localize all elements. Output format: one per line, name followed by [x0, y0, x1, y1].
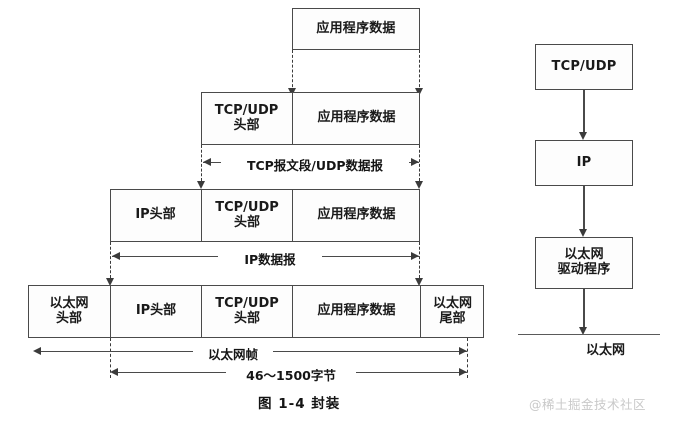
- dim-tick-left-frame: [110, 338, 111, 378]
- dim-tick-left-ip: [110, 242, 111, 278]
- stack-arrow-line-3: [583, 289, 585, 331]
- dim-label-payload-size: 46～1500字节: [226, 365, 356, 384]
- dim-arrowhead-left-payload: [110, 368, 118, 376]
- tcp-udp-header-cell-row2: TCP/UDP 头部: [201, 92, 292, 145]
- ip-header-cell-row4: IP头部: [110, 285, 201, 338]
- dim-tick-left-tcp: [201, 145, 202, 181]
- app-data-label-row3: 应用程序数据: [317, 207, 396, 223]
- ip-header-label-row3: IP头部: [135, 207, 176, 223]
- stack-label-tcp-udp: TCP/UDP: [551, 58, 617, 74]
- dim-label-ethernet-frame: 以太网帧: [193, 344, 273, 363]
- dim-label-tcp-segment: TCP报文段/UDP数据报: [221, 155, 409, 174]
- dim-arrowhead-right-ip: [411, 252, 419, 260]
- row-network-layer: [110, 189, 420, 242]
- dim-tick-right-ip: [419, 242, 420, 278]
- row-transport-layer: [201, 92, 420, 145]
- connector-dash-right-1: [419, 50, 420, 92]
- app-data-label: 应用程序数据: [316, 20, 396, 36]
- tcp-udp-header-line1-row3: TCP/UDP: [215, 199, 279, 215]
- watermark: @稀土掘金技术社区: [529, 397, 647, 412]
- ip-header-label-row4: IP头部: [135, 303, 177, 319]
- ethernet-header-cell-row4: 以太网 头部: [28, 285, 110, 338]
- connector-arrow-left-2: [197, 181, 205, 189]
- stack-arrow-line-2: [583, 186, 585, 232]
- ethernet-trailer-line2: 尾部: [439, 310, 466, 326]
- app-data-label-row2: 应用程序数据: [317, 110, 396, 126]
- stack-box-ethernet-driver: 以太网 驱动程序: [535, 237, 633, 289]
- tcp-udp-header-line1-row4: TCP/UDP: [215, 295, 279, 311]
- app-data-cell-row2: 应用程序数据: [292, 92, 420, 145]
- dim-label-ip-datagram: IP数据报: [218, 249, 322, 268]
- stack-arrow-head-3: [579, 327, 587, 335]
- stack-label-ip: IP: [576, 154, 592, 170]
- app-data-cell-row3: 应用程序数据: [292, 189, 420, 242]
- stack-arrow-line-1: [583, 90, 585, 135]
- app-data-cell-row4: 应用程序数据: [292, 285, 420, 338]
- row-link-layer: [28, 285, 484, 338]
- dim-arrowhead-left-tcp: [203, 158, 211, 166]
- tcp-udp-header-line1: TCP/UDP: [214, 102, 279, 118]
- dim-arrowhead-left-ip: [112, 252, 120, 260]
- connector-dash-left-1: [292, 50, 293, 92]
- dim-tick-right-frame: [467, 338, 468, 378]
- dim-arrowhead-right-tcp: [411, 158, 419, 166]
- tcp-udp-header-line2: 头部: [233, 117, 260, 133]
- connector-arrow-right-2: [415, 181, 423, 189]
- ip-header-cell-row3: IP头部: [110, 189, 201, 242]
- tcp-udp-header-line2-row3: 头部: [233, 214, 260, 230]
- ethernet-medium-line: [518, 334, 660, 336]
- tcp-udp-header-cell-row3: TCP/UDP 头部: [201, 189, 292, 242]
- ethernet-trailer-cell-row4: 以太网 尾部: [420, 285, 484, 338]
- dim-arrowhead-right-payload: [459, 368, 467, 376]
- tcp-udp-header-cell-row4: TCP/UDP 头部: [201, 285, 292, 338]
- figure-caption: 图 1-4 封装: [258, 396, 341, 412]
- tcp-udp-header-line2-row4: 头部: [233, 310, 260, 326]
- ethernet-medium-label: 以太网: [586, 343, 626, 358]
- ethernet-header-line2: 头部: [55, 310, 82, 326]
- stack-label-ethernet-driver-line2: 驱动程序: [557, 262, 611, 277]
- row-application-layer: 应用程序数据: [292, 8, 420, 50]
- stack-box-ip: IP: [535, 140, 633, 186]
- connector-arrow-left-3: [106, 278, 114, 286]
- stack-label-ethernet-driver-line1: 以太网: [564, 247, 604, 263]
- connector-arrow-right-3: [415, 278, 423, 286]
- dim-arrowhead-right-frame: [459, 347, 467, 355]
- stack-arrow-head-2: [579, 229, 587, 237]
- ethernet-trailer-line1: 以太网: [432, 295, 472, 311]
- stack-arrow-head-1: [579, 132, 587, 140]
- app-data-label-row4: 应用程序数据: [317, 303, 396, 319]
- ethernet-header-line1: 以太网: [49, 295, 89, 311]
- dim-arrowhead-left-frame: [33, 347, 41, 355]
- dim-tick-right-tcp: [419, 145, 420, 181]
- stack-box-tcp-udp: TCP/UDP: [535, 44, 633, 90]
